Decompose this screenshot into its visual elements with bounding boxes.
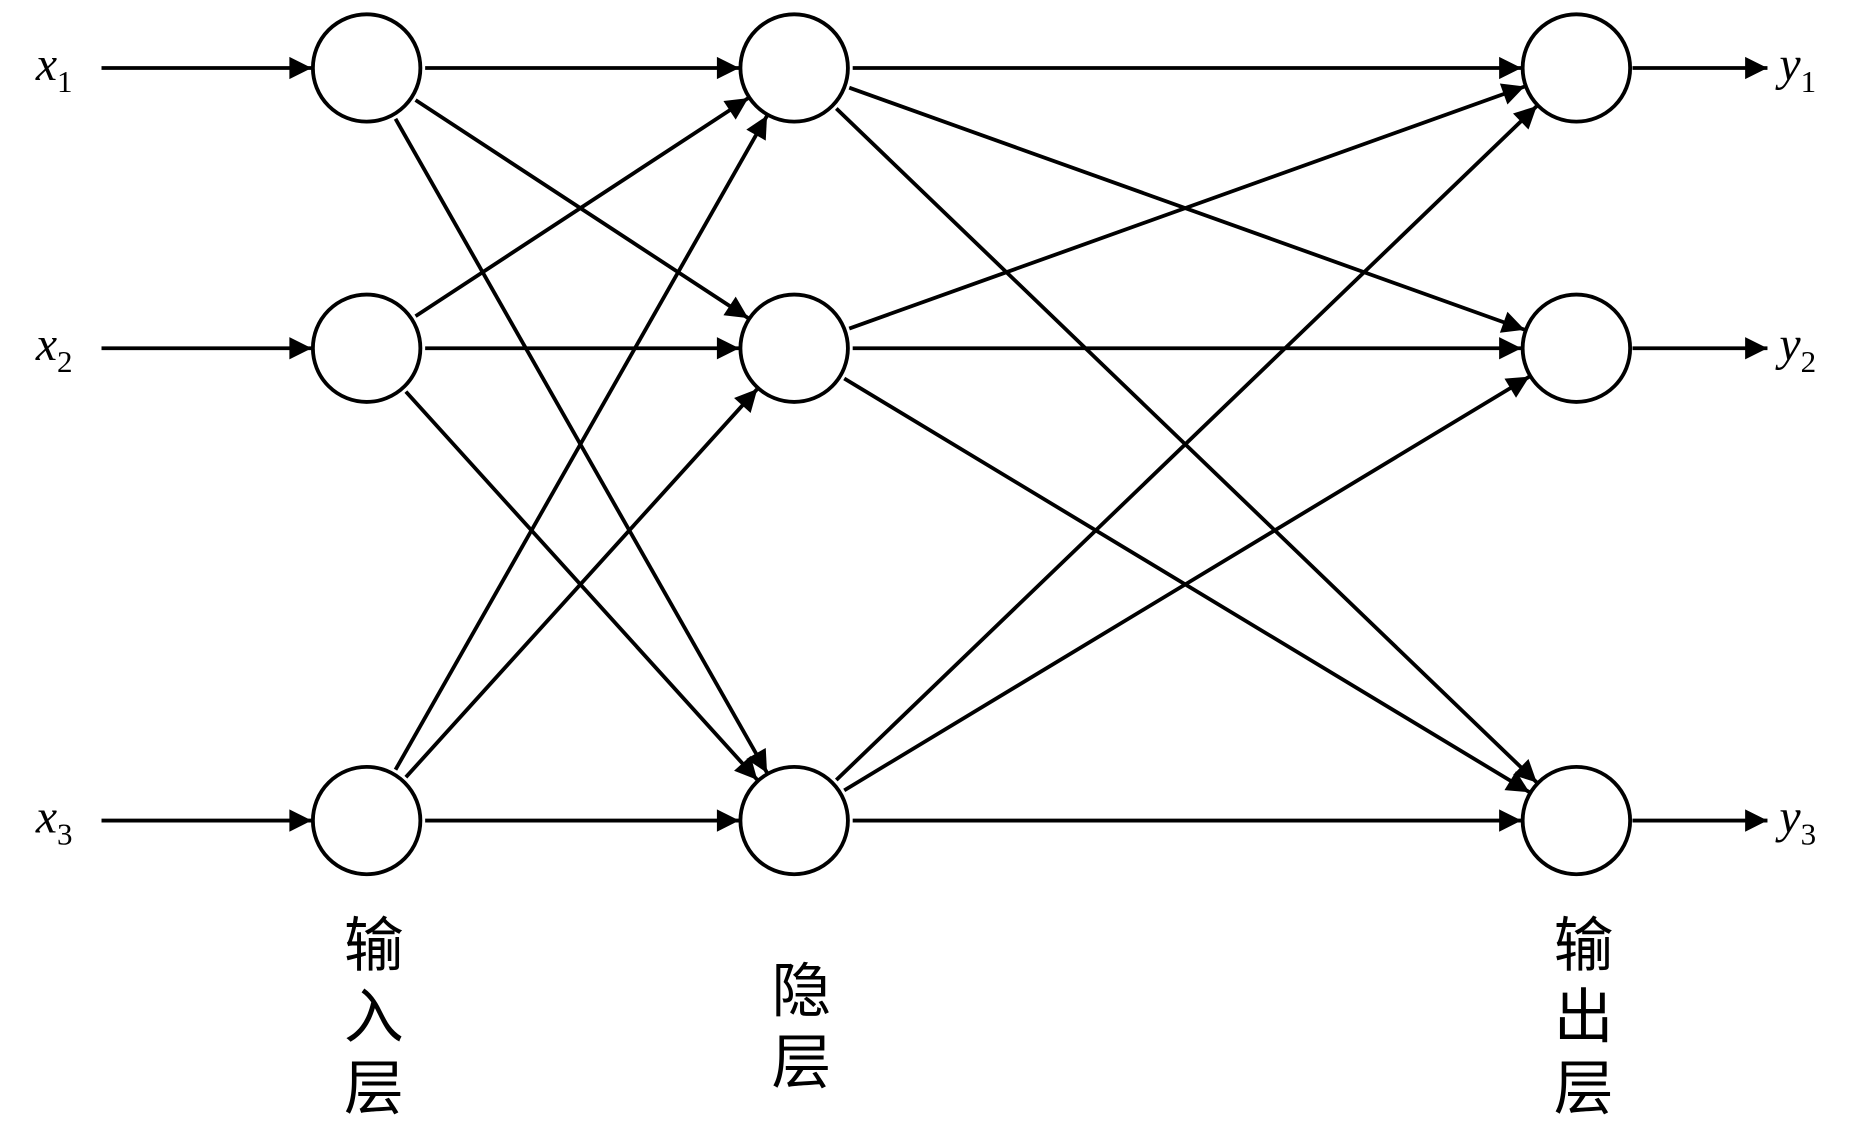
edge-input2-hidden1 <box>414 96 750 318</box>
hidden-node-2 <box>738 292 850 404</box>
edge-hidden3-output1 <box>834 104 1539 782</box>
output-node-3 <box>1520 764 1633 877</box>
input-node-1 <box>310 12 423 124</box>
hidden-node-3 <box>738 764 850 877</box>
hidden-layer-caption-char: 层 <box>771 1029 831 1098</box>
input-label-x2: x2 <box>35 318 73 379</box>
output-layer-caption-char: 层 <box>1554 1055 1614 1124</box>
output-node-2 <box>1520 292 1633 404</box>
input-node-2 <box>310 292 423 404</box>
input-label-x1: x1 <box>35 38 73 99</box>
connections <box>101 56 1768 832</box>
output-label-y2: y2 <box>1775 318 1816 379</box>
input-node-3 <box>310 764 423 877</box>
output-layer-caption-char: 出 <box>1554 984 1614 1053</box>
output-node-1 <box>1520 12 1633 124</box>
output-label-y1: y1 <box>1775 38 1816 99</box>
input-layer-caption-char: 层 <box>344 1055 404 1124</box>
edge-hidden2-output1 <box>848 83 1526 331</box>
edge-input3-hidden1 <box>393 114 769 771</box>
io-labels: x1 x2 x3 y1 y2 y3 <box>35 38 1816 851</box>
hidden-layer-caption-char: 隐 <box>771 957 831 1026</box>
edge-hidden3-output2 <box>843 375 1531 792</box>
output-label-y3: y3 <box>1775 791 1816 852</box>
input-layer-caption-char: 输 <box>344 912 404 981</box>
nodes <box>310 12 1633 877</box>
input-label-x3: x3 <box>35 791 73 852</box>
edge-input3-hidden2 <box>404 387 759 779</box>
input-layer-caption-char: 入 <box>344 984 404 1053</box>
output-layer-caption-char: 输 <box>1554 912 1614 981</box>
hidden-node-1 <box>738 12 850 124</box>
